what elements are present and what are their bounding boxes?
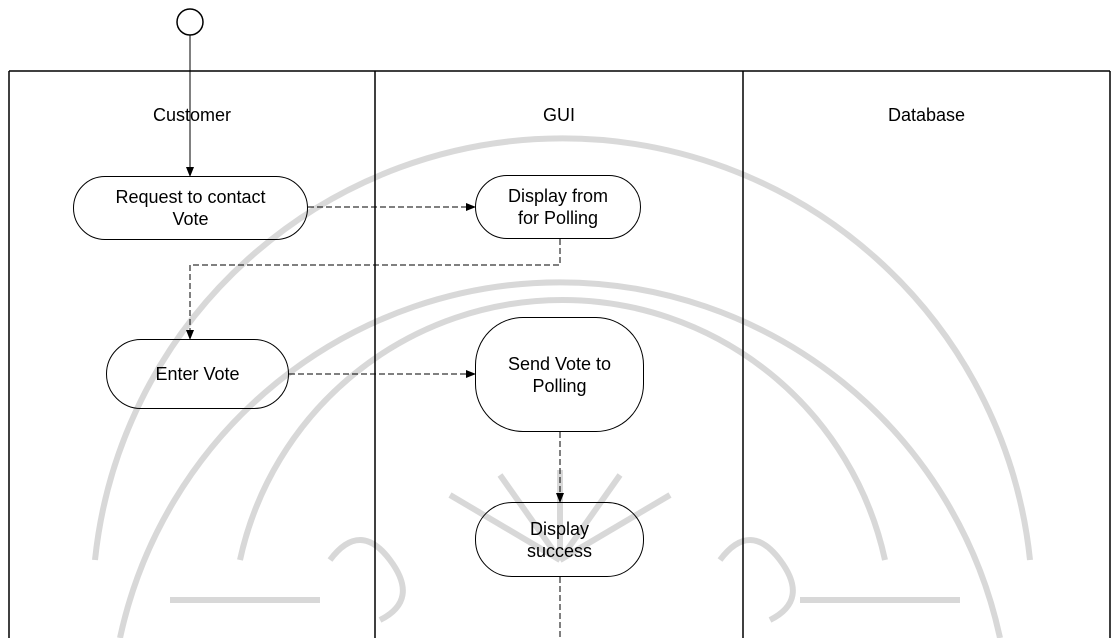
flow-connectors (176, 8, 564, 638)
activity-request-to-contact-vote: Request to contact Vote (73, 176, 308, 240)
activity-display-success: Display success (475, 502, 644, 577)
lane-title-database: Database (887, 105, 966, 125)
lane-title-gui: GUI (542, 105, 575, 125)
activity-display-form-for-polling: Display from for Polling (475, 175, 641, 239)
connector-display-form-to-enter-vote (186, 239, 561, 340)
activity-send-vote-to-polling: Send Vote to Polling (475, 317, 644, 432)
swimlane-frame (8, 70, 1111, 638)
lane-title-customer: Customer (152, 105, 232, 125)
watermark-seal (92, 135, 1033, 638)
activity-enter-vote: Enter Vote (106, 339, 289, 409)
start-node (176, 8, 204, 36)
